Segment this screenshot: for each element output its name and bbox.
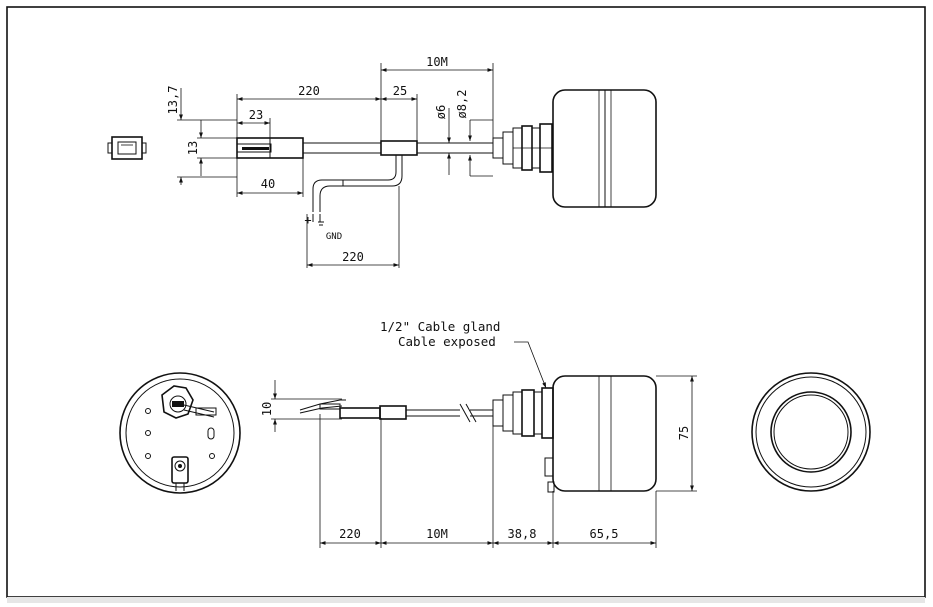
callout-cable-exposed: Cable exposed bbox=[398, 334, 496, 349]
dim-13: 13 bbox=[186, 141, 200, 155]
plus-label: + bbox=[304, 213, 311, 227]
callout-cable-gland: 1/2" Cable gland bbox=[380, 319, 500, 334]
rj-connector-end-view bbox=[107, 136, 147, 160]
dim-10m-bottom: 10M bbox=[426, 527, 448, 541]
dim-38-8: 38,8 bbox=[508, 527, 537, 541]
dim-75: 75 bbox=[677, 426, 691, 440]
splice-sleeve bbox=[380, 140, 418, 156]
sensor-body-top bbox=[552, 89, 657, 208]
top-view: 10M 220 25 23 40 220 13,7 13 ø6 bbox=[107, 55, 657, 268]
dim-phi-8-2: ø8,2 bbox=[455, 90, 469, 119]
rj-plug-side-view bbox=[236, 94, 304, 197]
dim-10: 10 bbox=[260, 402, 274, 416]
gland-body-side-view bbox=[492, 375, 697, 548]
front-end-view bbox=[119, 372, 241, 494]
dim-65-5: 65,5 bbox=[590, 527, 619, 541]
dim-13-7: 13,7 bbox=[166, 86, 180, 115]
rear-end-view bbox=[751, 372, 871, 492]
dim-220-lead: 220 bbox=[342, 250, 364, 264]
gnd-label: GND bbox=[326, 232, 342, 242]
gnd-lead bbox=[306, 155, 403, 268]
dim-40: 40 bbox=[261, 177, 275, 191]
dim-220-bottom: 220 bbox=[339, 527, 361, 541]
dim-phi-6: ø6 bbox=[434, 105, 448, 119]
bottom-view: 1/2" Cable gland Cable exposed 10 75 220… bbox=[119, 319, 871, 548]
dim-10m-top: 10M bbox=[426, 55, 448, 69]
dim-220-connector: 220 bbox=[298, 84, 320, 98]
leads-side-view bbox=[271, 398, 493, 548]
frame-bottom-strip bbox=[7, 597, 925, 603]
dim-25: 25 bbox=[393, 84, 407, 98]
dim-23: 23 bbox=[249, 108, 263, 122]
cable-gland-top bbox=[492, 123, 553, 173]
